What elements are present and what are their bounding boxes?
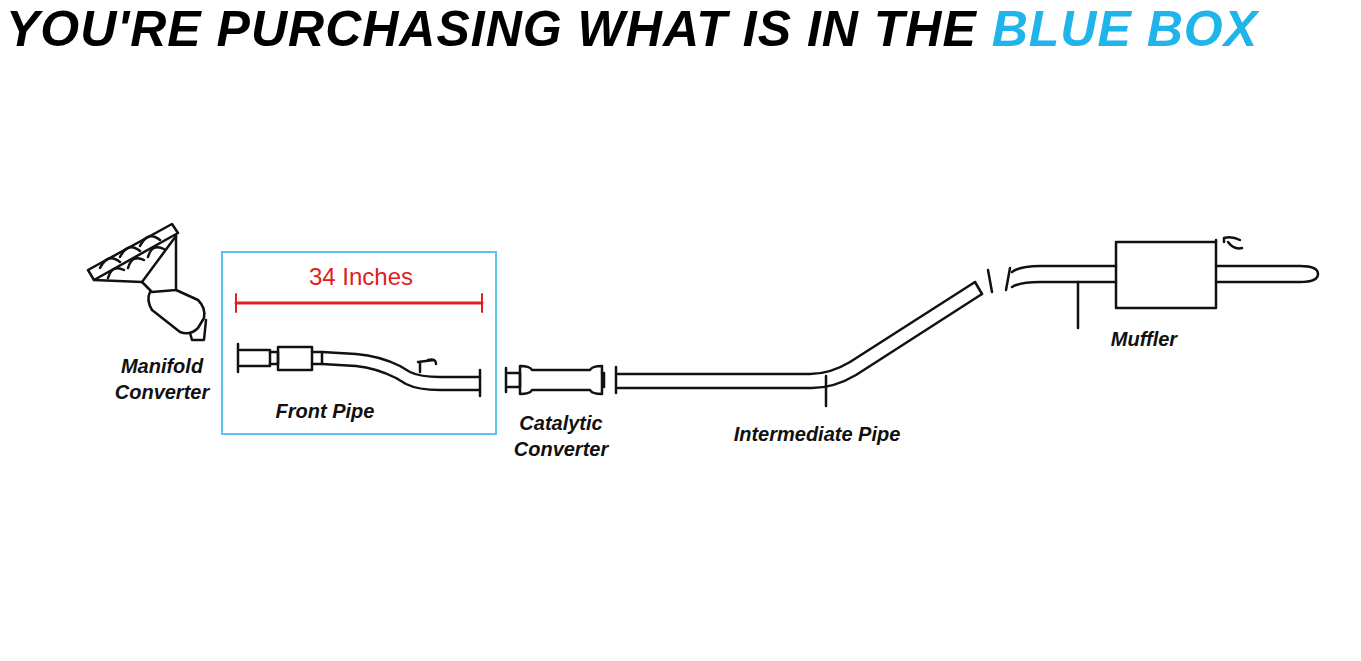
- title-row: YOU'RE PURCHASING WHAT IS IN THE BLUE BO…: [6, 2, 1258, 57]
- intermediate-pipe: [616, 270, 992, 406]
- front-pipe: [238, 344, 480, 396]
- part-name: Muffler: [1111, 326, 1177, 352]
- title-highlight: BLUE BOX: [992, 1, 1258, 57]
- page-title: YOU'RE PURCHASING WHAT IS IN THE: [6, 1, 977, 57]
- part-name: Catalytic Converter: [499, 410, 624, 462]
- muffler-assembly: [1006, 237, 1318, 328]
- catalytic-converter: [506, 366, 604, 394]
- part-name: Intermediate Pipe: [734, 421, 901, 447]
- dimension-line: [236, 294, 482, 312]
- part-name: Manifold Converter: [100, 353, 225, 405]
- selection-box: 34 InchesFront Pipe: [221, 251, 497, 435]
- part-name: Front Pipe: [276, 400, 375, 423]
- dimension-label: 34 Inches: [309, 263, 413, 291]
- manifold-converter: [88, 224, 206, 340]
